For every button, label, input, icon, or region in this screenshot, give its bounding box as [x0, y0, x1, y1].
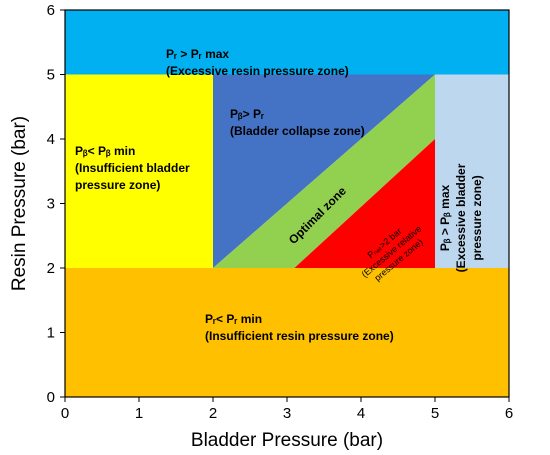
zone-label-line: Pᵦ > Pᵦ max — [438, 185, 452, 252]
x-tick-label: 1 — [135, 405, 143, 422]
y-tick-label: 4 — [47, 131, 55, 148]
zone-excessive-relative — [294, 139, 435, 268]
zone-label-line: Pᵦ< Pᵦ min — [75, 144, 135, 158]
y-tick-label: 1 — [47, 325, 55, 342]
zone-label-line: Pᵣ > Pᵣ max — [166, 47, 229, 61]
zone-label-insufficient-bladder: Pᵦ< Pᵦ min (Insufficient bladder pressure … — [75, 144, 190, 192]
x-tick-label: 0 — [61, 405, 69, 422]
y-tick-label: 2 — [47, 260, 55, 277]
zone-label-line: (Bladder collapse zone) — [230, 124, 365, 138]
zone-label-excessive-resin: Pᵣ > Pᵣ max (Excessive resin pressure zon… — [166, 47, 349, 78]
y-axis-title: Resin Pressure (bar) — [9, 116, 30, 291]
zone-insufficient-resin — [65, 268, 509, 397]
y-tick-label: 5 — [47, 67, 55, 84]
y-tick-label: 6 — [47, 2, 55, 19]
zone-label-line: (Insufficient resin pressure zone) — [205, 329, 394, 343]
zone-excessive-resin — [65, 10, 509, 75]
zone-label-line: pressure zone) — [75, 178, 160, 192]
zone-label-line: Pᵣ< Pᵣ min — [205, 312, 262, 326]
zone-label-line: (Insufficient bladder — [75, 161, 190, 175]
y-tick-label: 3 — [47, 196, 55, 213]
x-axis-title: Bladder Pressure (bar) — [191, 430, 383, 451]
axis-ticks: 0 1 2 3 4 5 6 0 1 2 3 4 5 6 — [47, 2, 514, 422]
zone-label-line: pressure zone) — [470, 175, 484, 260]
x-tick-label: 2 — [209, 405, 217, 422]
zone-insufficient-bladder — [65, 74, 213, 268]
zone-optimal — [213, 74, 435, 268]
zone-excessive-bladder — [435, 74, 509, 268]
zone-label-line: (Excessive bladder — [454, 163, 468, 272]
x-tick-label: 3 — [283, 405, 291, 422]
zone-label-line: (Excessive resin pressure zone) — [166, 64, 349, 78]
x-tick-label: 4 — [357, 405, 365, 422]
x-tick-label: 6 — [505, 405, 513, 422]
zones-layer — [65, 10, 509, 397]
x-tick-label: 5 — [431, 405, 439, 422]
zone-label-bladder-collapse: Pᵦ> Pᵣ (Bladder collapse zone) — [230, 107, 365, 138]
zone-label-insufficient-resin: Pᵣ< Pᵣ min (Insufficient resin pressure z… — [205, 312, 394, 343]
y-tick-label: 0 — [47, 389, 55, 406]
zone-label-line: Pᵦ> Pᵣ — [230, 107, 264, 121]
